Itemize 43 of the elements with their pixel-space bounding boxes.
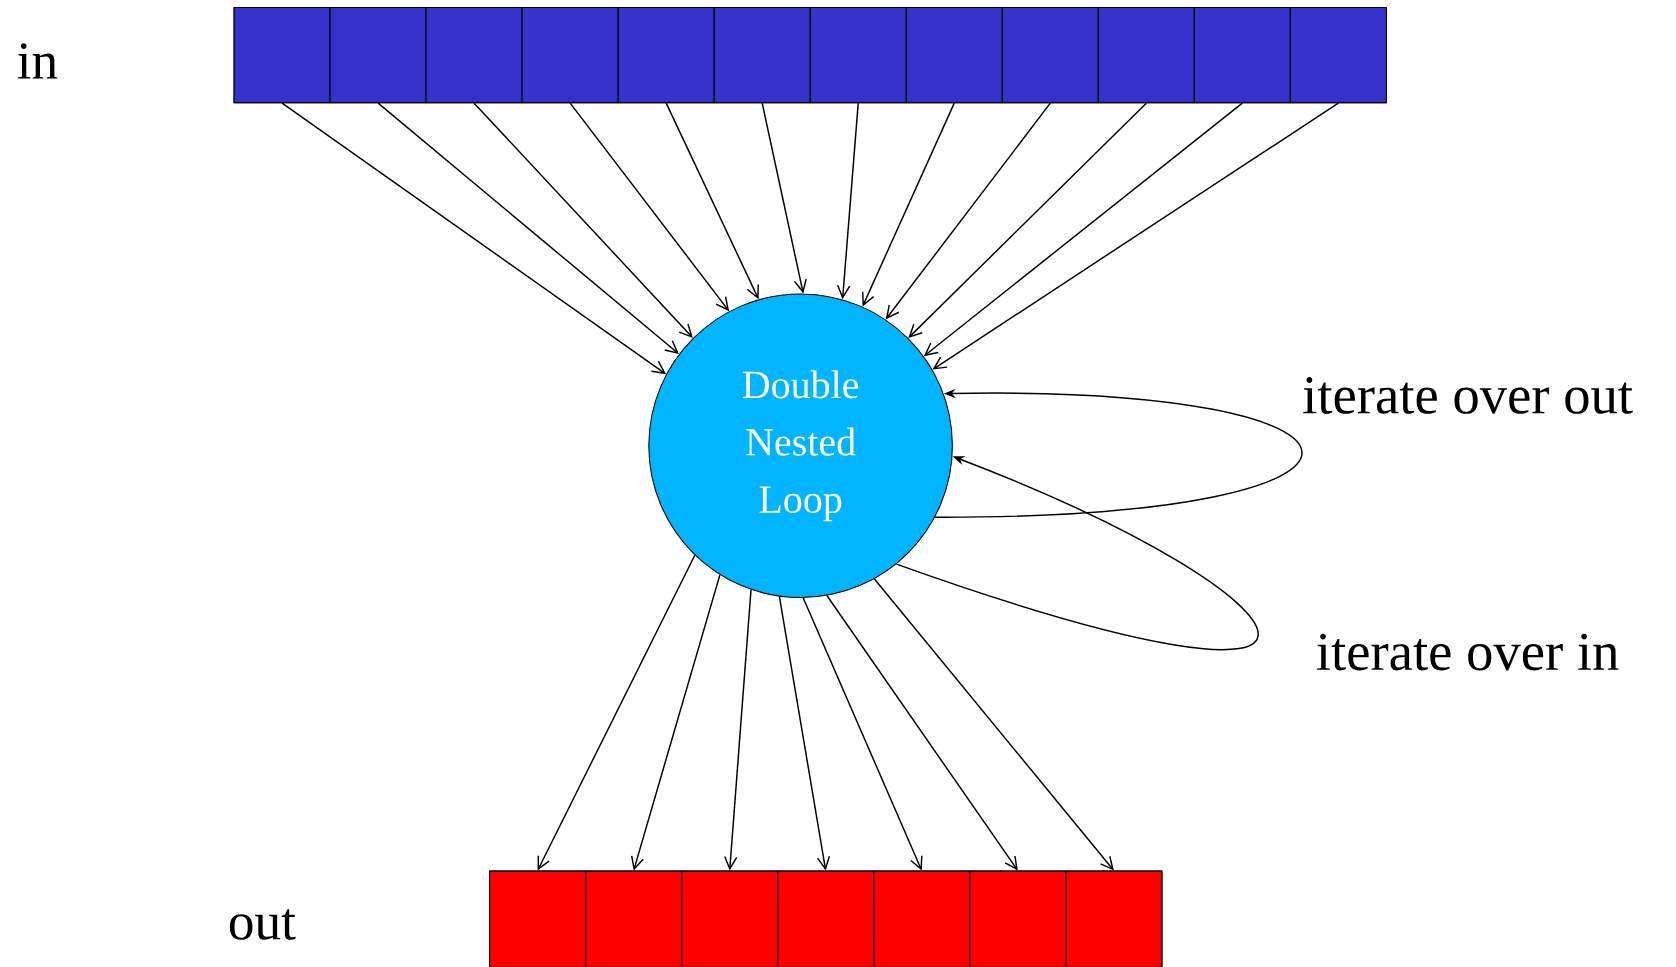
array-cell (585, 870, 683, 967)
arrow (778, 595, 831, 871)
arrow (665, 102, 759, 300)
array-cell (681, 870, 779, 967)
arrow (377, 102, 679, 354)
array-label: out (229, 909, 296, 940)
array-cell (777, 870, 875, 967)
array-cell (489, 870, 587, 967)
array-cell (1289, 6, 1387, 103)
array-cell (1001, 6, 1099, 103)
array-cell (521, 6, 619, 103)
arrow (895, 456, 1259, 651)
arrow (836, 102, 859, 300)
array-cell (873, 870, 971, 967)
arrow (761, 102, 807, 294)
array-cell (905, 6, 1003, 103)
arrow (932, 102, 1340, 370)
array-cell (713, 6, 811, 103)
arrow (861, 102, 955, 307)
array-cell (1065, 870, 1163, 967)
arrow (908, 102, 1148, 338)
arrow (473, 102, 693, 338)
array-cell (809, 6, 907, 103)
arrow (724, 588, 752, 871)
array-cell (1193, 6, 1291, 103)
arrow (537, 554, 696, 871)
arrow (569, 102, 730, 312)
array-label: in (17, 43, 58, 79)
array-cell (425, 6, 523, 103)
arrow (826, 594, 1018, 871)
arrow (630, 574, 721, 871)
array-cell (329, 6, 427, 103)
array-cell (233, 6, 331, 103)
arrow (923, 102, 1244, 357)
arrow (873, 578, 1114, 871)
edge-label: iterate over out (1300, 375, 1635, 415)
array-cell (969, 870, 1067, 967)
arrow (281, 102, 667, 375)
array-cell (617, 6, 715, 103)
array-cell (1097, 6, 1195, 103)
edge-label: iterate over in (1314, 632, 1621, 672)
arrow (885, 102, 1051, 320)
arrow (802, 597, 923, 871)
